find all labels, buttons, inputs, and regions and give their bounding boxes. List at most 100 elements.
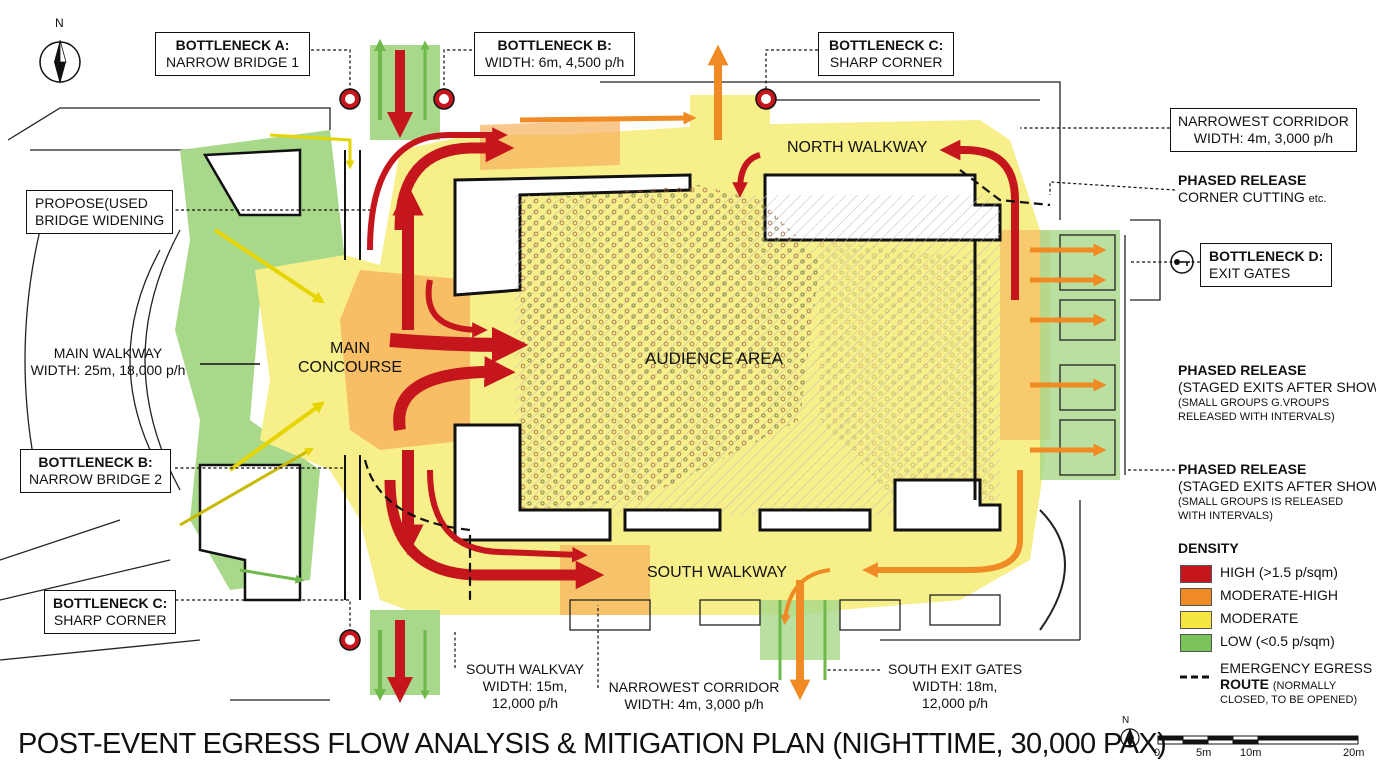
emergency-routes — [363, 169, 1051, 600]
flow-arrow-high-northeast — [939, 139, 1019, 300]
scale-north-label: N — [1122, 715, 1130, 726]
legend-title: DENSITY — [1178, 540, 1239, 556]
callout-phased-release-2-title: PHASED RELEASE — [1178, 362, 1307, 378]
callout-phased-release-3-title: PHASED RELEASE — [1178, 461, 1307, 477]
zone-moderate-high-north — [480, 120, 620, 170]
callout-bottleneck-c-top-title: BOTTLENECK C: — [829, 37, 944, 53]
callout-phased-release-3: PHASED RELEASE (STAGED EXITS AFTER SHOW)… — [1178, 461, 1376, 523]
callout-phased-release-2-text: (STAGED EXITS AFTER SHOW) — [1178, 379, 1376, 395]
callout-phased-release-3-note-1: (SMALL GROUPS IS RELEASED — [1178, 496, 1344, 508]
flow-arrow-low-west-2 — [228, 401, 325, 472]
callout-south-walkway-width-line-3: 12,000 p/h — [491, 695, 559, 711]
callout-narrowest-corridor-top-line-1: NARROWEST CORRIDOR — [1178, 113, 1349, 129]
north-arrow-icon — [39, 39, 81, 84]
flow-arrow-low-west-3 — [179, 447, 314, 527]
flow-arrow-low-south-exit — [778, 600, 827, 680]
callout-proposed-bridge-line-1: PROPOSE(USED — [35, 195, 148, 211]
flow-arrow-high-west-upper — [425, 279, 488, 338]
callout-phased-release-1-text: CORNER CUTTING — [1178, 189, 1305, 205]
callout-bottleneck-c-left: BOTTLENECK C: SHARP CORNER — [44, 590, 177, 634]
legend-item-moderate-high: MODERATE-HIGH — [1180, 586, 1370, 606]
audience-area-label: AUDIENCE AREA — [645, 349, 783, 368]
callout-bottleneck-d-text: EXIT GATES — [1209, 265, 1291, 281]
callout-bottleneck-b-top-text: WIDTH: 6m, 4,500 p/h — [485, 54, 625, 70]
flow-arrow-modhigh-north-right — [519, 111, 697, 125]
callout-south-exit-gates-line-3: 12,000 p/h — [921, 695, 989, 711]
callout-phased-release-1-suffix: etc. — [1308, 193, 1327, 205]
building-south-block-2 — [758, 508, 872, 532]
legend-swatch-moderate-high — [1180, 588, 1212, 606]
callout-phased-release-1-title: PHASED RELEASE — [1178, 172, 1307, 188]
callout-south-exit-gates-line-2: WIDTH: 18m, — [912, 678, 998, 694]
building-south-block-1 — [623, 508, 722, 532]
legend-label-moderate: MODERATE — [1220, 610, 1299, 626]
callout-main-walkway: MAIN WALKWAY WIDTH: 25m, 18,000 p/h — [18, 345, 198, 379]
callout-bottleneck-c-top-text: SHARP CORNER — [829, 54, 943, 70]
callout-bottleneck-a-text: NARROW BRIDGE 1 — [166, 54, 300, 70]
bottleneck-marker-b — [433, 88, 455, 110]
flow-arrow-high-north-loop-2 — [367, 127, 508, 251]
audience-area-dots-east — [820, 240, 995, 505]
flow-arrow-high-south-loop-2 — [427, 469, 588, 563]
legend-label-moderate-high: MODERATE-HIGH — [1220, 587, 1338, 603]
callout-narrowest-corridor-bottom-line-1: NARROWEST CORRIDOR — [608, 679, 780, 695]
legend-item-high: HIGH (>1.5 p/sqm) — [1180, 563, 1370, 583]
flow-arrow-modhigh-north-down — [732, 152, 761, 198]
flow-arrow-modhigh-south-curve — [780, 568, 831, 626]
legend-swatch-moderate — [1180, 611, 1212, 629]
callout-bottleneck-b-left: BOTTLENECK B: NARROW BRIDGE 2 — [20, 449, 172, 493]
bottleneck-marker-c-south — [339, 629, 361, 651]
scale-label-20m: 20m — [1343, 747, 1365, 759]
main-concourse-label: MAIN CONCOURSE — [298, 339, 402, 377]
callout-proposed-bridge-line-2: BRIDGE WIDENING — [35, 212, 165, 228]
callout-main-walkway-line-2: WIDTH: 25m, 18,000 p/h — [30, 362, 186, 378]
callout-south-exit-gates: SOUTH EXIT GATES WIDTH: 18m, 12,000 p/h — [888, 661, 1022, 712]
legend-swatch-high — [1180, 565, 1212, 583]
callout-bottleneck-a-title: BOTTLENECK A: — [175, 37, 290, 53]
south-stalls — [569, 594, 1001, 631]
callout-bottleneck-b-left-title: BOTTLENECK B: — [38, 454, 153, 470]
scale-label-0: 0 — [1154, 747, 1161, 759]
legend-emergency-rest: (NORMALLY — [1272, 680, 1337, 692]
south-walkway-label: SOUTH WALKWAY — [647, 564, 787, 581]
legend-item-low: LOW (<0.5 p/sqm) — [1180, 632, 1370, 652]
callout-narrowest-corridor-bottom-line-2: WIDTH: 4m, 3,000 p/h — [624, 696, 764, 712]
scale-north-arrow-icon — [1120, 728, 1140, 748]
main-concourse-line-1: MAIN — [330, 340, 370, 357]
flow-arrow-modhigh-east-south — [862, 470, 1023, 578]
flow-arrow-low-west-1 — [213, 228, 325, 304]
callout-bottleneck-a: BOTTLENECK A: NARROW BRIDGE 1 — [155, 32, 311, 76]
callout-narrowest-corridor-top-line-2: WIDTH: 4m, 3,000 p/h — [1193, 130, 1334, 146]
leader-lines — [170, 49, 1200, 688]
callout-phased-release-2-note-1: (SMALL GROUPS G.VROUPS — [1178, 397, 1330, 409]
callout-bottleneck-d: BOTTLENECK D: EXIT GATES — [1200, 243, 1333, 287]
zone-low-north-exit — [690, 95, 770, 130]
callout-south-walkway-width: SOUTH WALKVAY WIDTH: 15m, 12,000 p/h — [462, 661, 588, 712]
flow-arrows — [179, 39, 1107, 703]
legend-emergency-title: EMERGENCY EGRESS — [1220, 660, 1373, 676]
callout-phased-release-3-text: (STAGED EXITS AFTER SHOW) — [1178, 478, 1376, 494]
bottleneck-marker-a — [339, 88, 361, 110]
scale-label-5m: 5m — [1196, 747, 1212, 759]
legend-emergency-line-2: CLOSED, TO BE OPENED) — [1220, 694, 1358, 706]
east-gates — [1059, 234, 1126, 476]
callout-south-walkway-width-line-2: WIDTH: 15m, — [482, 678, 568, 694]
flow-arrow-high-west-main — [389, 326, 529, 364]
east-curved-building — [1039, 509, 1066, 631]
callout-bottleneck-b-top: BOTTLENECK B: WIDTH: 6m, 4,500 p/h — [474, 32, 636, 76]
callout-bottleneck-c-left-title: BOTTLENECK C: — [53, 595, 168, 611]
callout-phased-release-3-note-2: WITH INTERVALS) — [1178, 510, 1273, 522]
bottleneck-marker-c — [755, 88, 777, 110]
callout-main-walkway-line-1: MAIN WALKWAY — [53, 345, 163, 361]
zone-low-east-edge — [1040, 230, 1120, 480]
legend-label-high: HIGH (>1.5 p/sqm) — [1220, 564, 1338, 580]
page-title: POST-EVENT EGRESS FLOW ANALYSIS & MITIGA… — [18, 728, 1167, 760]
callout-bottleneck-c-left-text: SHARP CORNER — [53, 612, 167, 628]
legend-swatch-low — [1180, 634, 1212, 652]
north-walkway-label: NORTH WALKWAY — [787, 139, 928, 156]
callout-bottleneck-c-top: BOTTLENECK C: SHARP CORNER — [818, 32, 955, 76]
north-label: N — [55, 16, 64, 30]
legend-emergency: EMERGENCY EGRESS ROUTE (NORMALLY CLOSED,… — [1220, 660, 1372, 707]
scale-bar — [1157, 735, 1359, 745]
